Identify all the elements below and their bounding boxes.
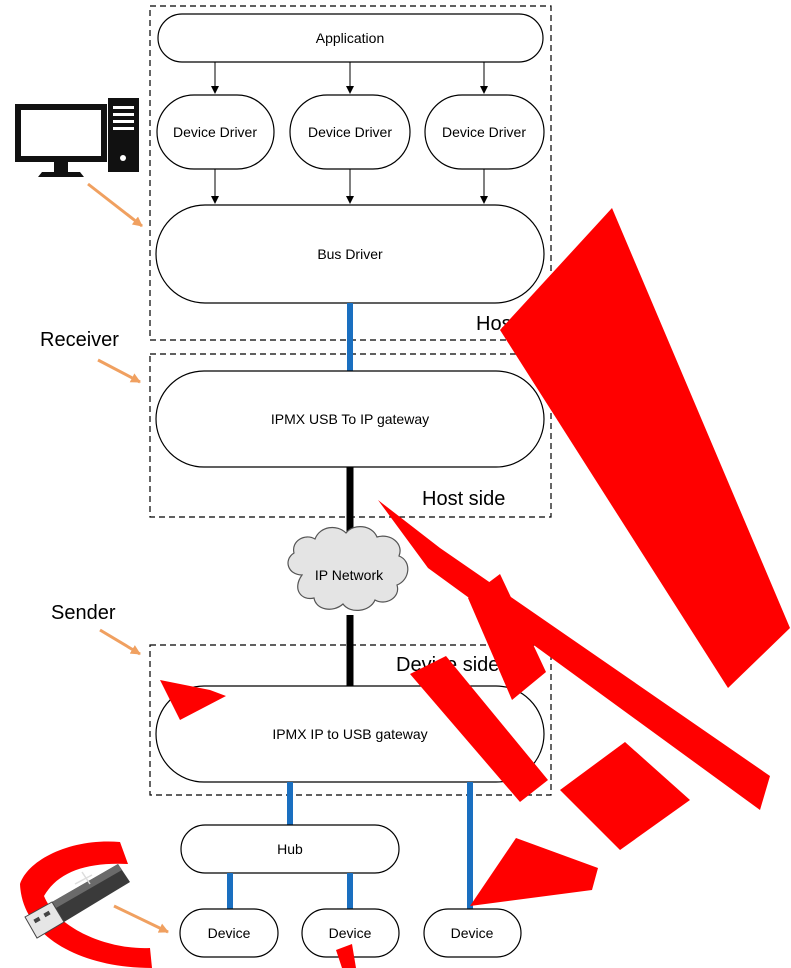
usb-to-ip-gateway-label: IPMX USB To IP gateway [271,411,429,427]
device-label-2: Device [329,925,372,941]
arrow-icon [97,358,141,384]
usb-flash-drive-icon [24,864,130,939]
ip-to-usb-gateway-label: IPMX IP to USB gateway [272,726,427,742]
arrow-icon [87,182,143,228]
red-watermark [20,208,790,968]
receiver-label: Receiver [40,329,119,351]
hub-label: Hub [277,841,303,857]
cloud-icon [287,526,409,611]
device-node-3 [423,908,522,958]
host-side-group-label: Host side [422,488,505,510]
bus-driver-label: Bus Driver [317,246,383,262]
device-node-1 [179,908,279,958]
device-driver-label-3: Device Driver [442,124,526,140]
desktop-computer-icon [15,98,139,177]
device-driver-label-1: Device Driver [173,124,257,140]
ip-network-label: IP Network [315,567,384,583]
device-driver-label-2: Device Driver [308,124,392,140]
arrow-icon [113,904,169,934]
device-label-3: Device [451,925,494,941]
application-label: Application [316,30,385,46]
device-label-1: Device [208,925,251,941]
hub-node [180,824,400,874]
arrow-icon [99,628,141,656]
sender-label: Sender [51,602,116,624]
